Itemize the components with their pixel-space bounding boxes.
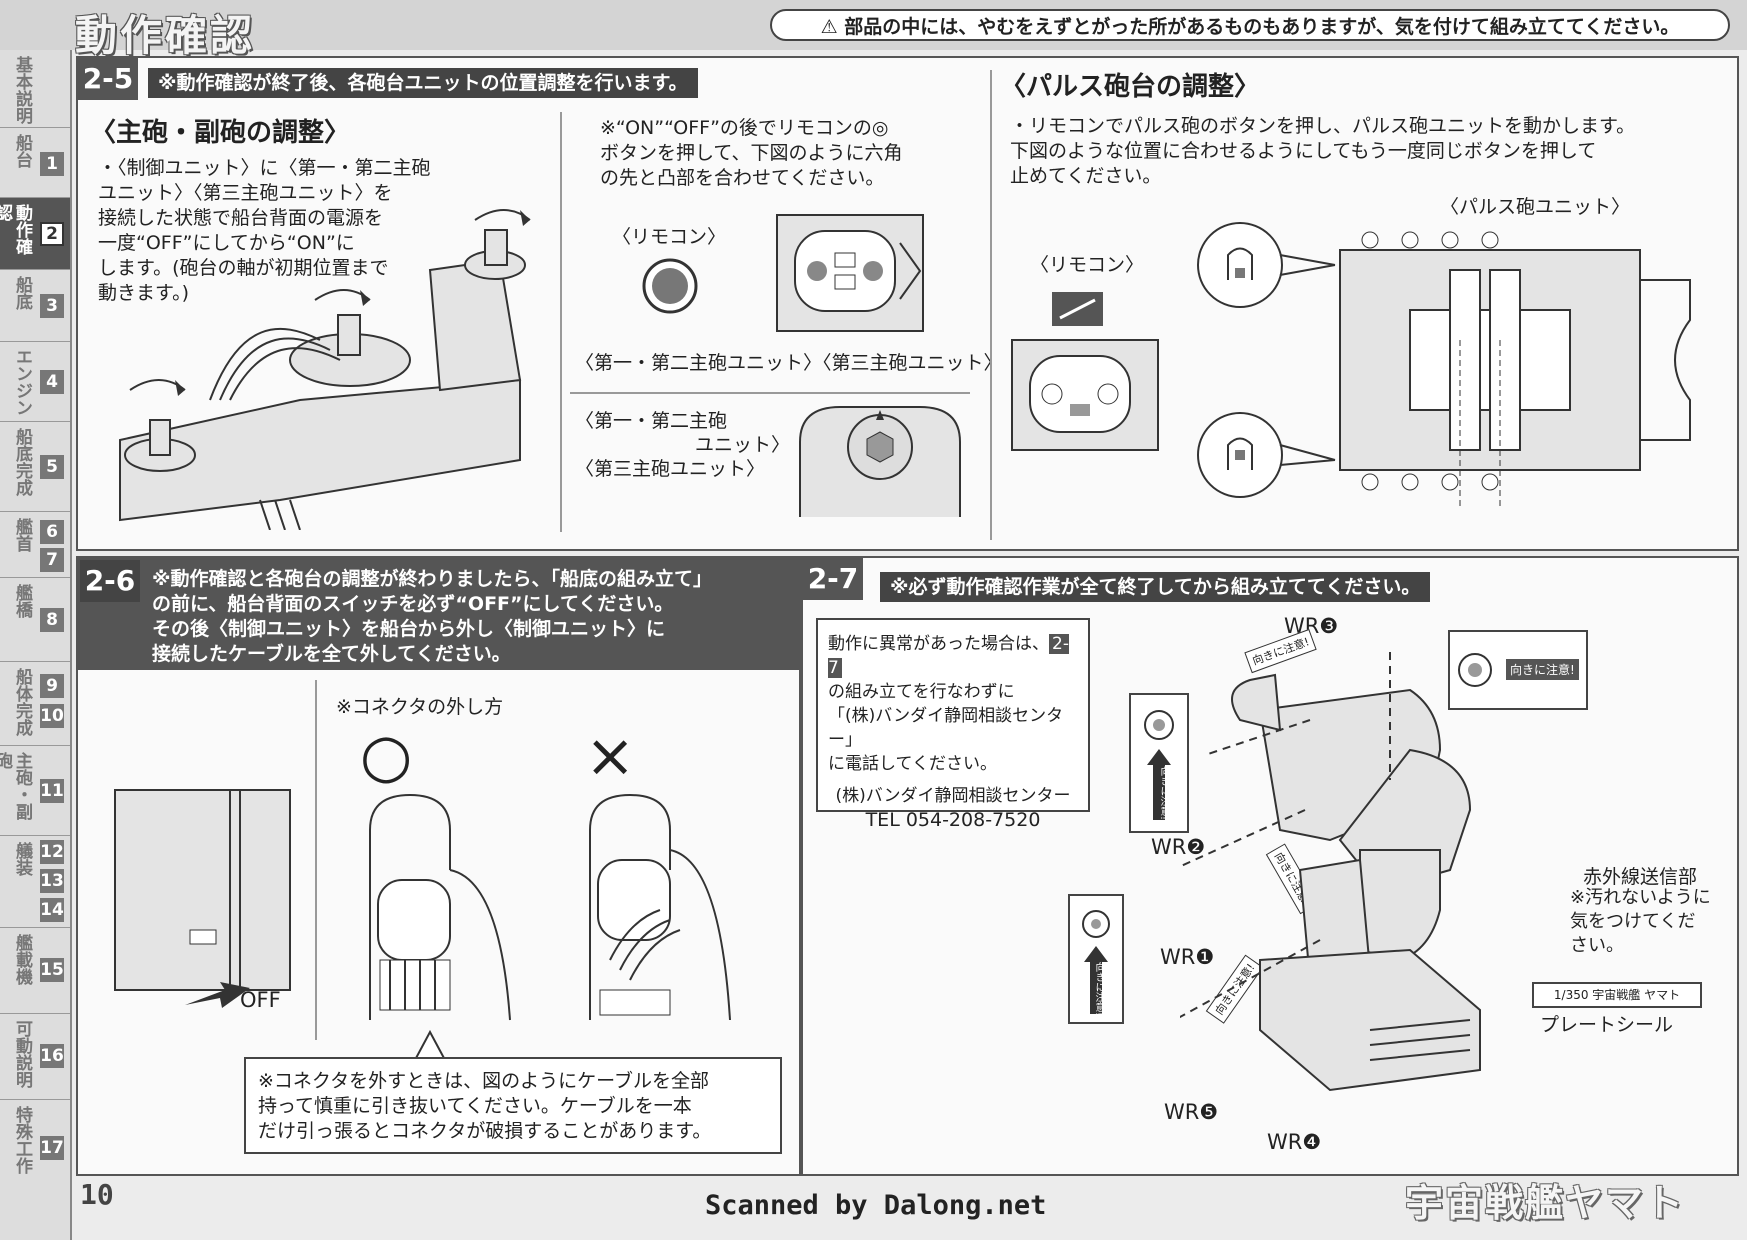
pulse-remote-label: 〈リモコン〉 [1030,254,1145,276]
wr4-label: WR❹ [1267,1130,1322,1154]
wr1-label: WR❶ [1160,945,1215,969]
scan-credit: Scanned by Dalong.net [705,1190,1047,1221]
page-title: 動作確認 [75,11,256,60]
sidebar-tab-16[interactable]: 可動説明 16 [0,1014,70,1100]
sidebar-tab-9-10[interactable]: 船体完成 9 10 [0,662,70,746]
gun-unit-label-b: ユニット〉 [695,434,791,456]
sidebar-tab-3[interactable]: 船底 3 [0,270,70,342]
sidebar-tab-1[interactable]: 船台 1 [0,128,70,198]
incorrect-mark: × [585,721,636,791]
chapter-sidebar: 基本説明 船台 1 動作確認 2 船底 3 エンジン 4 船底完成 5 艦首 6… [0,50,72,1240]
pulse-detail-circles [1197,222,1336,498]
plate-seal-label: プレートシール [1540,1014,1674,1036]
sidebar-tab-basics[interactable]: 基本説明 [0,50,70,128]
step-2-6-header [78,558,799,670]
wr2-label: WR❷ [1151,835,1206,859]
step-2-6-text: ※動作確認と各砲台の調整が終わりましたら、「船底の組み立て」 の前に、船台背面の… [152,568,712,665]
warning-banner: ⚠ 部品の中には、やむをえずとがった所があるものもありますが、気を付けて組み立て… [770,9,1730,41]
sidebar-tab-4[interactable]: エンジン 4 [0,342,70,422]
divider [560,112,562,532]
sidebar-tab-17[interactable]: 特殊工作 17 [12,1106,64,1174]
sidebar-tab-6-7[interactable]: 艦首 6 7 [0,512,70,578]
step-2-5-badge: 2-5 [78,58,138,100]
callout-pointer [414,1030,446,1060]
support-info-box: 動作に異常があった場合は、2-7 の組み立てを行なわずに 「(株)バンダイ静岡相… [816,618,1090,831]
sidebar-tab-2[interactable]: 動作確認 2 [0,198,70,270]
step-2-5-note: ※動作確認が終了後、各砲台ユニットの位置調整を行います。 [148,68,698,98]
wr3-detail-box: 向きに注意! [1448,630,1588,710]
divider [990,70,992,540]
step-2-6-badge: 2-6 [80,560,140,602]
gun-unit-label-c: 〈第三主砲ユニット〉 [575,458,766,480]
remote-button-icon [642,258,698,314]
sidebar-tab-8[interactable]: 艦橋 8 [0,578,70,662]
step-2-7-note: ※必ず動作確認作業が全て終了してから組み立ててください。 [880,572,1431,602]
sidebar-tab-11[interactable]: 主砲・副砲 11 [0,746,70,836]
ir-transmitter-note: ※汚れないように 気をつけてくだ さい。 [1570,887,1711,956]
main-sub-gun-heading: 〈主砲・副砲の調整〉 [90,118,351,148]
off-switch-label: OFF [240,988,281,1012]
connector-caution-box: ※コネクタを外すときは、図のようにケーブルを全部 持って慎重に引き抜いてください… [244,1057,782,1154]
pulse-button-icon [1052,292,1103,326]
divider [570,392,970,394]
pulse-unit-diagram [1339,231,1691,510]
correct-mark: ○ [360,721,413,791]
page-number: 10 [80,1178,114,1211]
sidebar-tab-12-14[interactable]: 艤装 12 13 14 [0,836,70,928]
switch-illustration [114,789,291,1008]
step-2-7-badge: 2-7 [803,558,863,600]
wr1-tag-text: 向きに注意! [1093,962,1104,1017]
plate-seal-sample: 1/350 宇宙戦艦 ヤマト [1532,982,1702,1008]
sidebar-tab-15[interactable]: 艦載機 15 [0,928,70,1014]
turret-alignment-diagram [799,406,961,517]
gun-units-illustration [119,209,531,530]
pulse-instructions: ・リモコンでパルス砲のボタンを押し、パルス砲ユニットを動かします。 下図のような… [1010,115,1636,187]
correct-grip-illustration [369,793,511,1021]
remote-instructions: ※“ON”“OFF”の後でリモコンの◎ ボタンを押して、下図のように六角 の先と… [600,117,903,189]
wr2-tag-text: 向きに注意! [1158,766,1169,821]
gun-unit-label-a: 〈第一・第二主砲 [575,410,728,432]
incorrect-grip-illustration [589,793,731,1021]
pulse-unit-label: 〈パルス砲ユニット〉 [1440,196,1631,218]
divider [315,680,317,1040]
wr2-detail-box [1129,693,1189,833]
ir-transmitter-label: 赤外線送信部 [1583,866,1698,888]
main-gun-instructions: ・〈制御ユニット〉に〈第一・第二主砲 ユニット〉〈第三主砲ユニット〉を 接続した… [98,157,431,304]
wr5-label: WR❺ [1164,1100,1219,1124]
remote-control-panel [776,214,924,332]
pulse-remote-panel [1011,339,1159,451]
remote-label: 〈リモコン〉 [612,226,727,248]
sidebar-tab-5[interactable]: 船底完成 5 [0,422,70,512]
pulse-heading: 〈パルス砲台の調整〉 [1000,72,1261,102]
connector-removal-label: ※コネクタの外し方 [336,696,504,718]
gun-unit-labels: 〈第一・第二主砲ユニット〉〈第三主砲ユニット〉 [575,352,1003,374]
product-logo: 宇宙戦艦ヤマト [1405,1180,1686,1225]
wr1-detail-box [1068,894,1124,1024]
remote-unit-illustration [1180,650,1481,1092]
